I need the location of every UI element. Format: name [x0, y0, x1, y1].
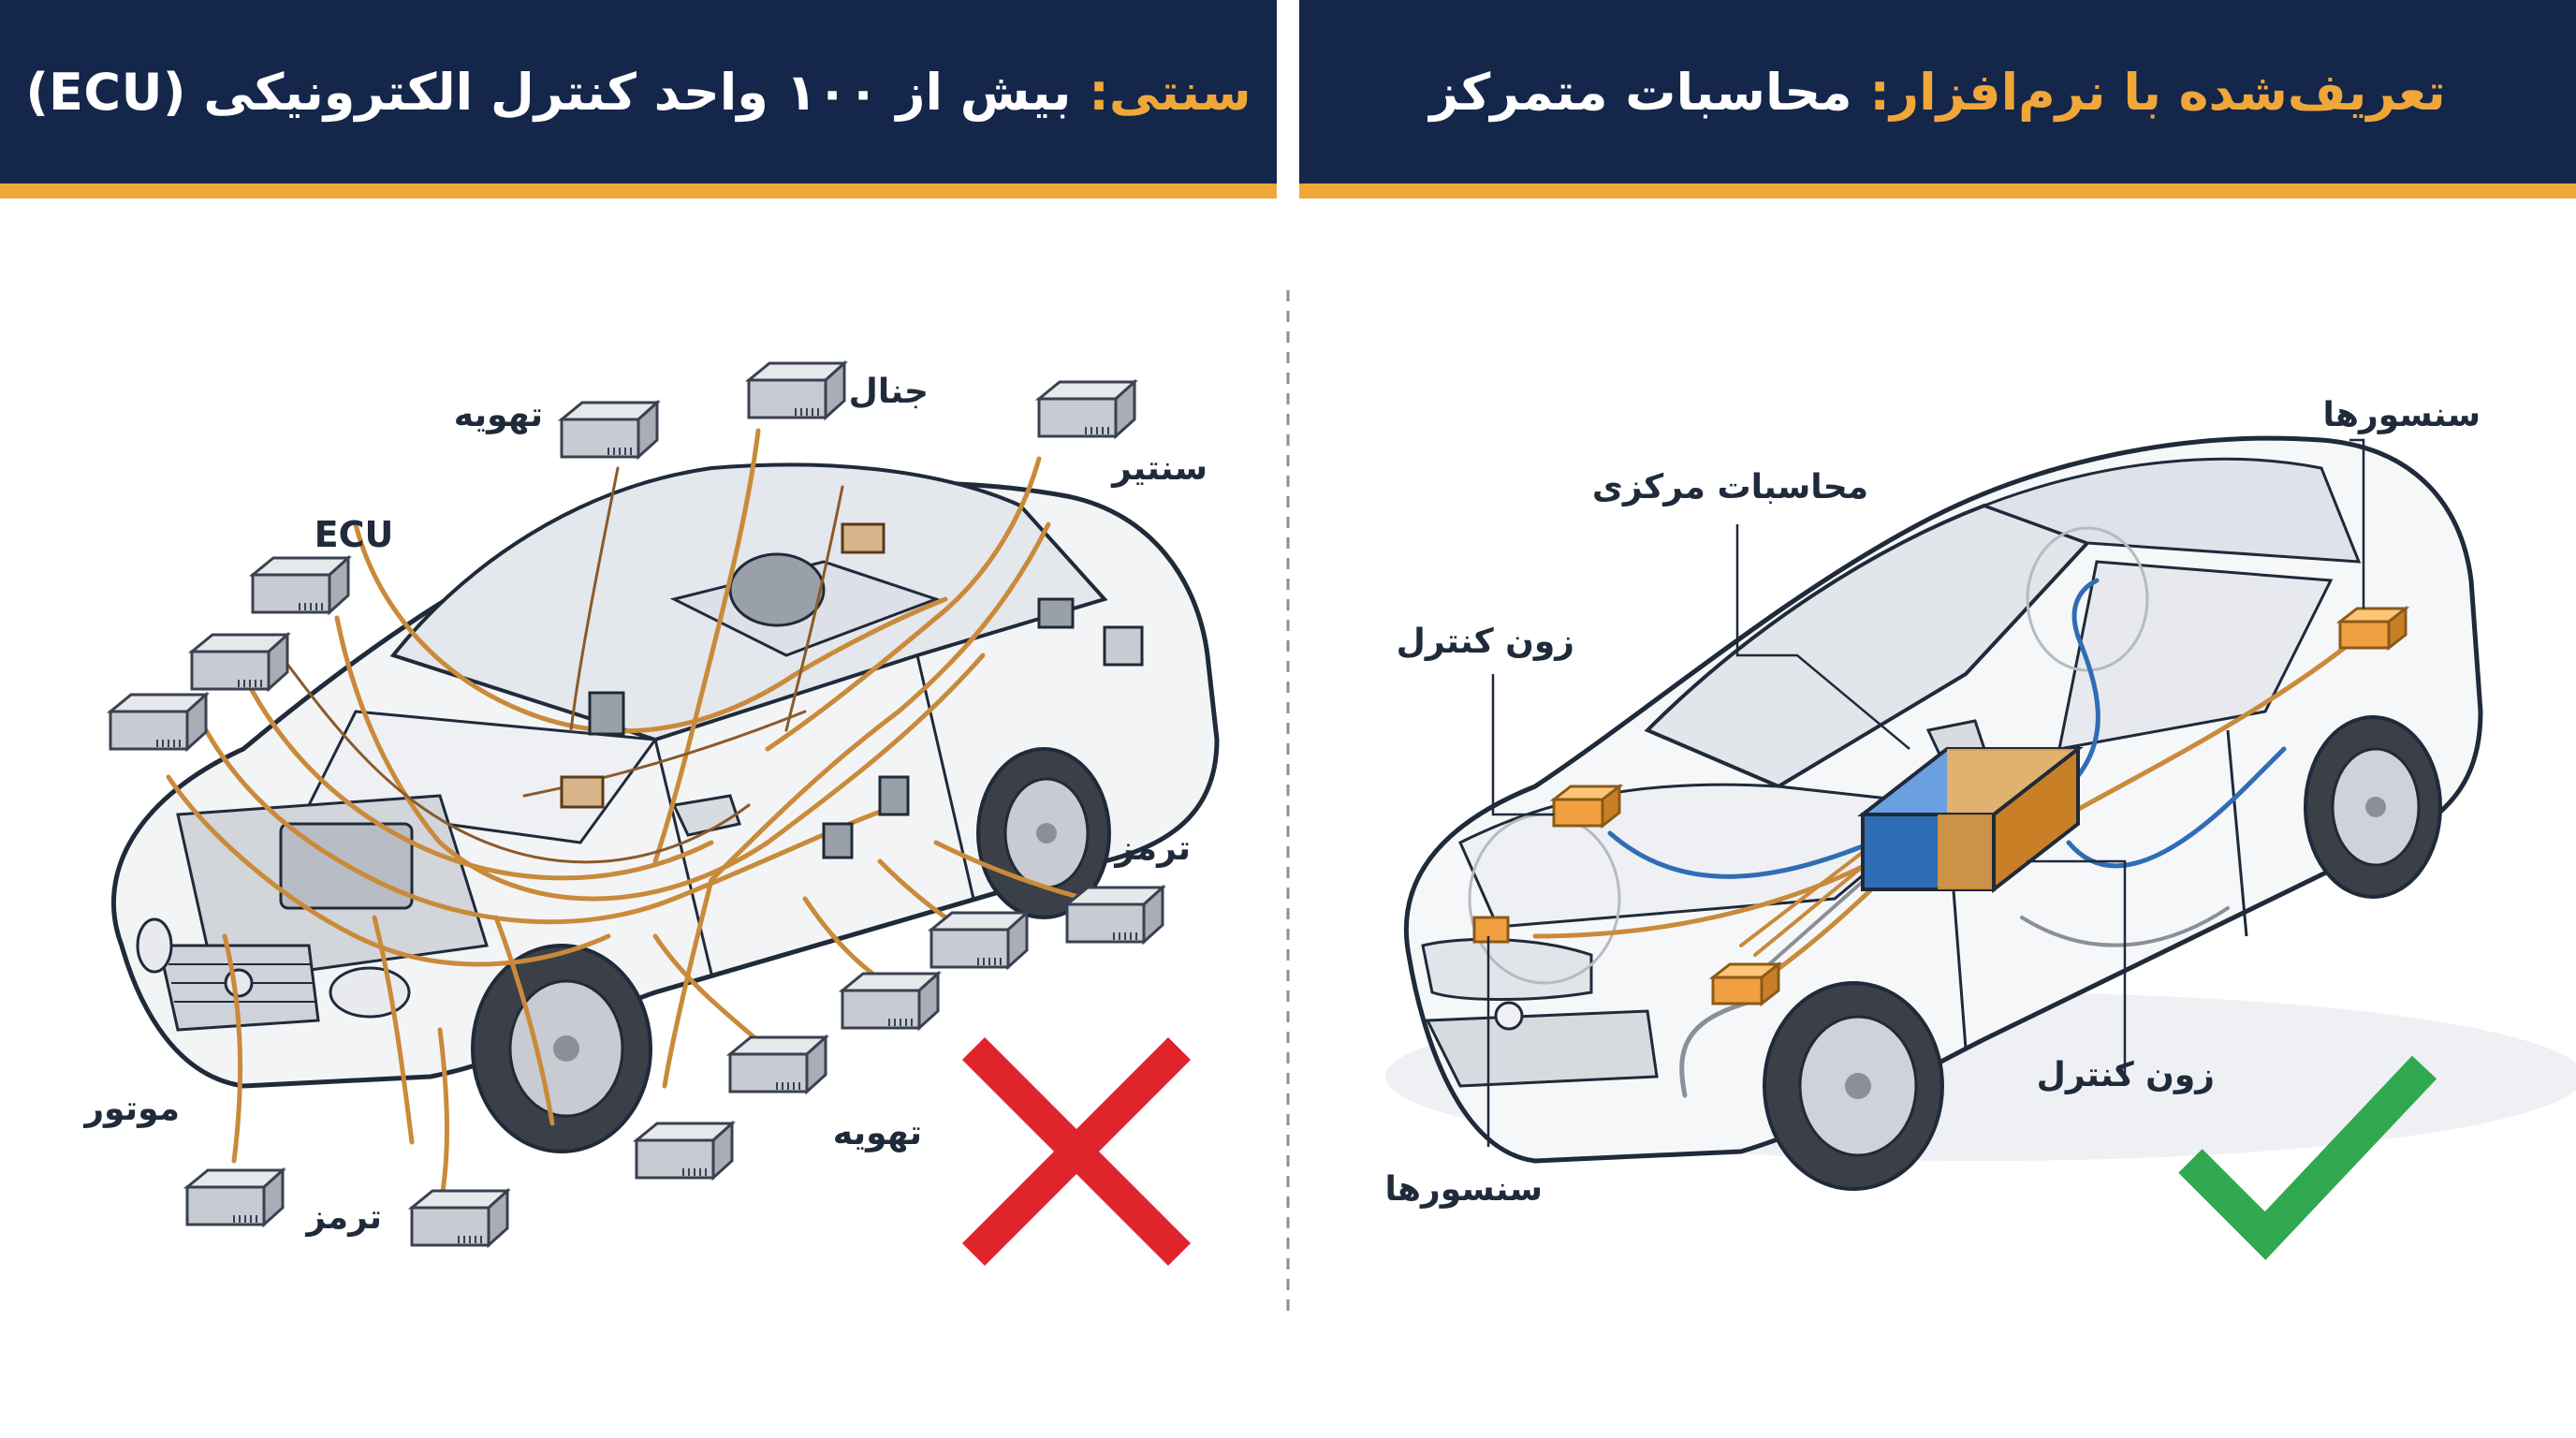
- ecu-box-left-2: [190, 633, 289, 691]
- header-software-defined: تعریف‌شده با نرم‌افزار: محاسبات متمرکز: [1299, 0, 2576, 198]
- label-sensors-bottom: سنسورها: [1384, 1170, 1543, 1209]
- label-zone-control-bottom: زون کنترل: [2037, 1056, 2215, 1094]
- ecu-box-brake-right: [1065, 886, 1164, 944]
- traditional-car-illustration: [111, 462, 1220, 1153]
- label-ecu: ECU: [315, 514, 394, 555]
- ecu-box-ventilation-top: [560, 401, 659, 459]
- title-traditional-accent: سنتی:: [1089, 62, 1251, 122]
- label-central-compute: محاسبات مرکزی: [1592, 468, 1868, 506]
- label-sensors-top: سنسورها: [2322, 396, 2481, 434]
- internal-modules: [560, 522, 1144, 859]
- sensor-module-front: [1472, 916, 1510, 944]
- check-icon: [2178, 1055, 2437, 1260]
- label-central-lock: سنتیر: [1110, 449, 1208, 488]
- wiring-harness: [166, 428, 1089, 1211]
- ecu-box-ventilation-bottom: [728, 1035, 827, 1093]
- title-traditional: سنتی: بیش از ۱۰۰ واحد کنترل الکترونیکی (…: [25, 63, 1251, 122]
- zone-box-left: [1552, 785, 1621, 828]
- ecu-box-lower-mid: [841, 972, 940, 1030]
- ecu-box-left-3: [109, 693, 208, 751]
- label-engine: موتور: [82, 1090, 180, 1128]
- label-chassis: جنال: [849, 373, 929, 411]
- label-brake-bottom: ترمز: [304, 1198, 382, 1237]
- zone-box-rear: [2338, 607, 2408, 650]
- diagram-canvas: تهویه جنال سنتیر ECU ترمز تهویه موتور تر…: [82, 290, 2576, 1320]
- ecu-box-ecu: [251, 556, 350, 614]
- label-brake-right: ترمز: [1113, 829, 1191, 868]
- ecu-box-brake-bottom: [410, 1189, 509, 1247]
- title-software-defined-accent: تعریف‌شده با نرم‌افزار:: [1869, 62, 2446, 122]
- zone-box-bottom: [1711, 962, 1780, 1005]
- label-ventilation-bottom: تهویه: [833, 1114, 922, 1152]
- central-compute-unit: [1857, 744, 2084, 894]
- label-zone-control-left: زون کنترل: [1397, 623, 1574, 661]
- cross-icon: [961, 1036, 1192, 1267]
- ecu-box-lower-right: [929, 911, 1029, 969]
- leader-lines: [1486, 438, 2365, 1147]
- ecu-box-engine: [185, 1168, 285, 1226]
- header-underline: [1299, 183, 2576, 198]
- ecu-box-central-lock: [1037, 380, 1136, 438]
- title-traditional-text: بیش از ۱۰۰ واحد کنترل الکترونیکی (ECU): [25, 62, 1090, 122]
- title-software-defined: تعریف‌شده با نرم‌افزار: محاسبات متمرکز: [1429, 63, 2446, 122]
- label-ventilation-top: تهویه: [454, 396, 543, 434]
- header-traditional: سنتی: بیش از ۱۰۰ واحد کنترل الکترونیکی (…: [0, 0, 1277, 198]
- header-underline: [0, 183, 1277, 198]
- title-software-defined-text: محاسبات متمرکز: [1429, 62, 1870, 122]
- wiring-harness-dark: [279, 466, 844, 864]
- ecu-box-chassis: [747, 361, 846, 419]
- ecu-box-bottom: [635, 1122, 734, 1180]
